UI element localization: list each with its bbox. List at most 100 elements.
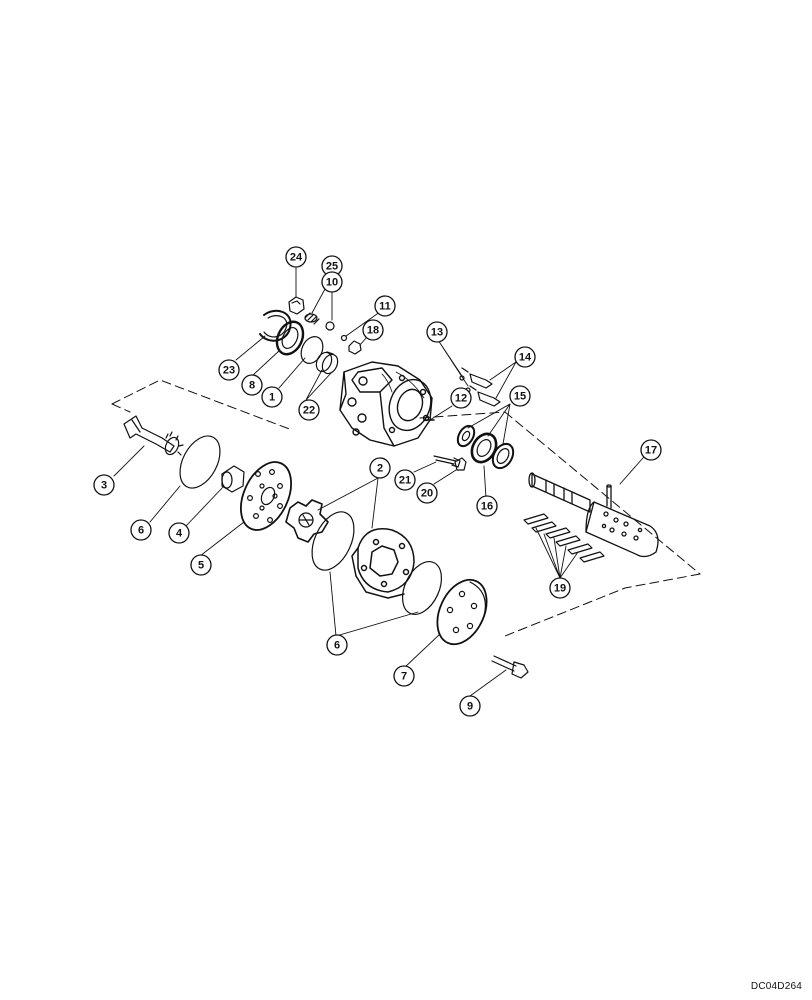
callout-circle	[130, 519, 152, 541]
callout-circle	[549, 577, 571, 599]
callout-label: 25	[326, 261, 338, 273]
callout-3: 3	[93, 474, 115, 496]
callout-label: 5	[198, 560, 204, 572]
callout-label: 9	[467, 701, 473, 713]
callout-label: 18	[367, 325, 379, 337]
callout-label: 20	[421, 488, 433, 500]
callout-5: 5	[190, 554, 212, 576]
callout-2: 2	[369, 457, 391, 479]
callout-22: 22	[298, 399, 320, 421]
callout-20: 20	[416, 482, 438, 504]
leader-lines	[113, 267, 651, 697]
callout-21: 21	[394, 469, 416, 491]
callout-label: 4	[176, 528, 183, 540]
valve-housing	[339, 361, 433, 447]
part-3-input-shaft	[123, 415, 184, 456]
callout-11: 11	[374, 295, 396, 317]
callout-circle	[416, 482, 438, 504]
part-4-spacer	[221, 465, 245, 493]
callout-label: 6	[334, 640, 340, 652]
callout-circle	[362, 319, 384, 341]
callout-circle	[374, 295, 396, 317]
callout-circle	[218, 359, 240, 381]
callout-circle	[450, 387, 472, 409]
callout-circle	[298, 399, 320, 421]
callout-label: 7	[401, 671, 407, 683]
callout-18: 18	[362, 319, 384, 341]
part-16-bearing	[470, 432, 498, 464]
part-8-shaft-seal	[275, 320, 305, 356]
callout-15: 15	[509, 385, 531, 407]
callout-circle	[640, 439, 662, 461]
callout-16: 16	[476, 495, 498, 517]
part-17-spool-sleeve	[528, 472, 659, 558]
part-2-rotor	[285, 499, 329, 543]
callout-label: 19	[554, 583, 566, 595]
callout-label: 21	[399, 475, 411, 487]
callout-circle	[514, 346, 536, 368]
callout-10: 10	[321, 271, 343, 293]
part-20-plug	[454, 457, 467, 471]
callout-17: 17	[640, 439, 662, 461]
callout-8: 8	[241, 374, 263, 396]
part-24-nut	[288, 296, 305, 315]
callout-label: 10	[326, 277, 338, 289]
callout-1: 1	[261, 386, 283, 408]
callout-label: 17	[645, 445, 657, 457]
callout-circle	[394, 469, 416, 491]
callout-label: 13	[431, 327, 443, 339]
callout-4: 4	[168, 522, 190, 544]
part-5-wear-plate	[240, 461, 292, 531]
callout-circle	[476, 495, 498, 517]
part-18-plug	[348, 340, 362, 355]
part-15-washers	[456, 424, 515, 470]
part-22-bushings	[315, 351, 339, 375]
part-21-bolt	[433, 455, 461, 468]
part-11-seal	[340, 334, 348, 342]
callout-circle	[426, 321, 448, 343]
callout-label: 24	[290, 252, 303, 264]
callout-label: 2	[377, 463, 383, 475]
part-6-o-ring-lower	[401, 561, 443, 615]
reference-code: DC04D264	[750, 981, 802, 992]
callout-label: 1	[269, 392, 275, 404]
callout-label: 23	[223, 365, 235, 377]
callout-circle	[261, 386, 283, 408]
callout-circle	[459, 695, 481, 717]
callout-circle	[509, 385, 531, 407]
callout-6: 6	[130, 519, 152, 541]
callout-label: 8	[249, 380, 255, 392]
part-6-o-ring-middle	[311, 511, 355, 571]
callout-circle	[326, 634, 348, 656]
callout-circle	[190, 554, 212, 576]
callout-circle	[241, 374, 263, 396]
gerotor-ring	[351, 528, 415, 599]
part-19-centering-springs	[523, 513, 605, 563]
callout-circle	[369, 457, 391, 479]
callout-label: 15	[514, 391, 526, 403]
callout-24: 24	[285, 246, 307, 268]
callout-12: 12	[450, 387, 472, 409]
assembly-dashed-line	[111, 379, 701, 637]
callout-14: 14	[514, 346, 536, 368]
callout-19: 19	[549, 577, 571, 599]
callout-23: 23	[218, 359, 240, 381]
callout-13: 13	[426, 321, 448, 343]
callout-label: 6	[138, 525, 144, 537]
callout-label: 3	[101, 480, 107, 492]
part-9-cap-screw	[491, 655, 529, 679]
callout-9: 9	[459, 695, 481, 717]
callout-label: 14	[519, 352, 532, 364]
callout-circle	[168, 522, 190, 544]
callout-7: 7	[393, 665, 415, 687]
callout-6: 6	[326, 634, 348, 656]
callouts: 24 25 10 11 18 23 8 1 22 13 14 12 15 17 3 2 21 20 16 6 4 5 19 6…	[93, 246, 662, 717]
callout-label: 12	[455, 393, 467, 405]
part-7-end-cap	[436, 578, 488, 646]
callout-circle	[285, 246, 307, 268]
callout-circle	[321, 271, 343, 293]
part-6-o-ring-left	[179, 435, 221, 489]
callout-label: 22	[303, 405, 315, 417]
callout-label: 16	[481, 501, 493, 513]
